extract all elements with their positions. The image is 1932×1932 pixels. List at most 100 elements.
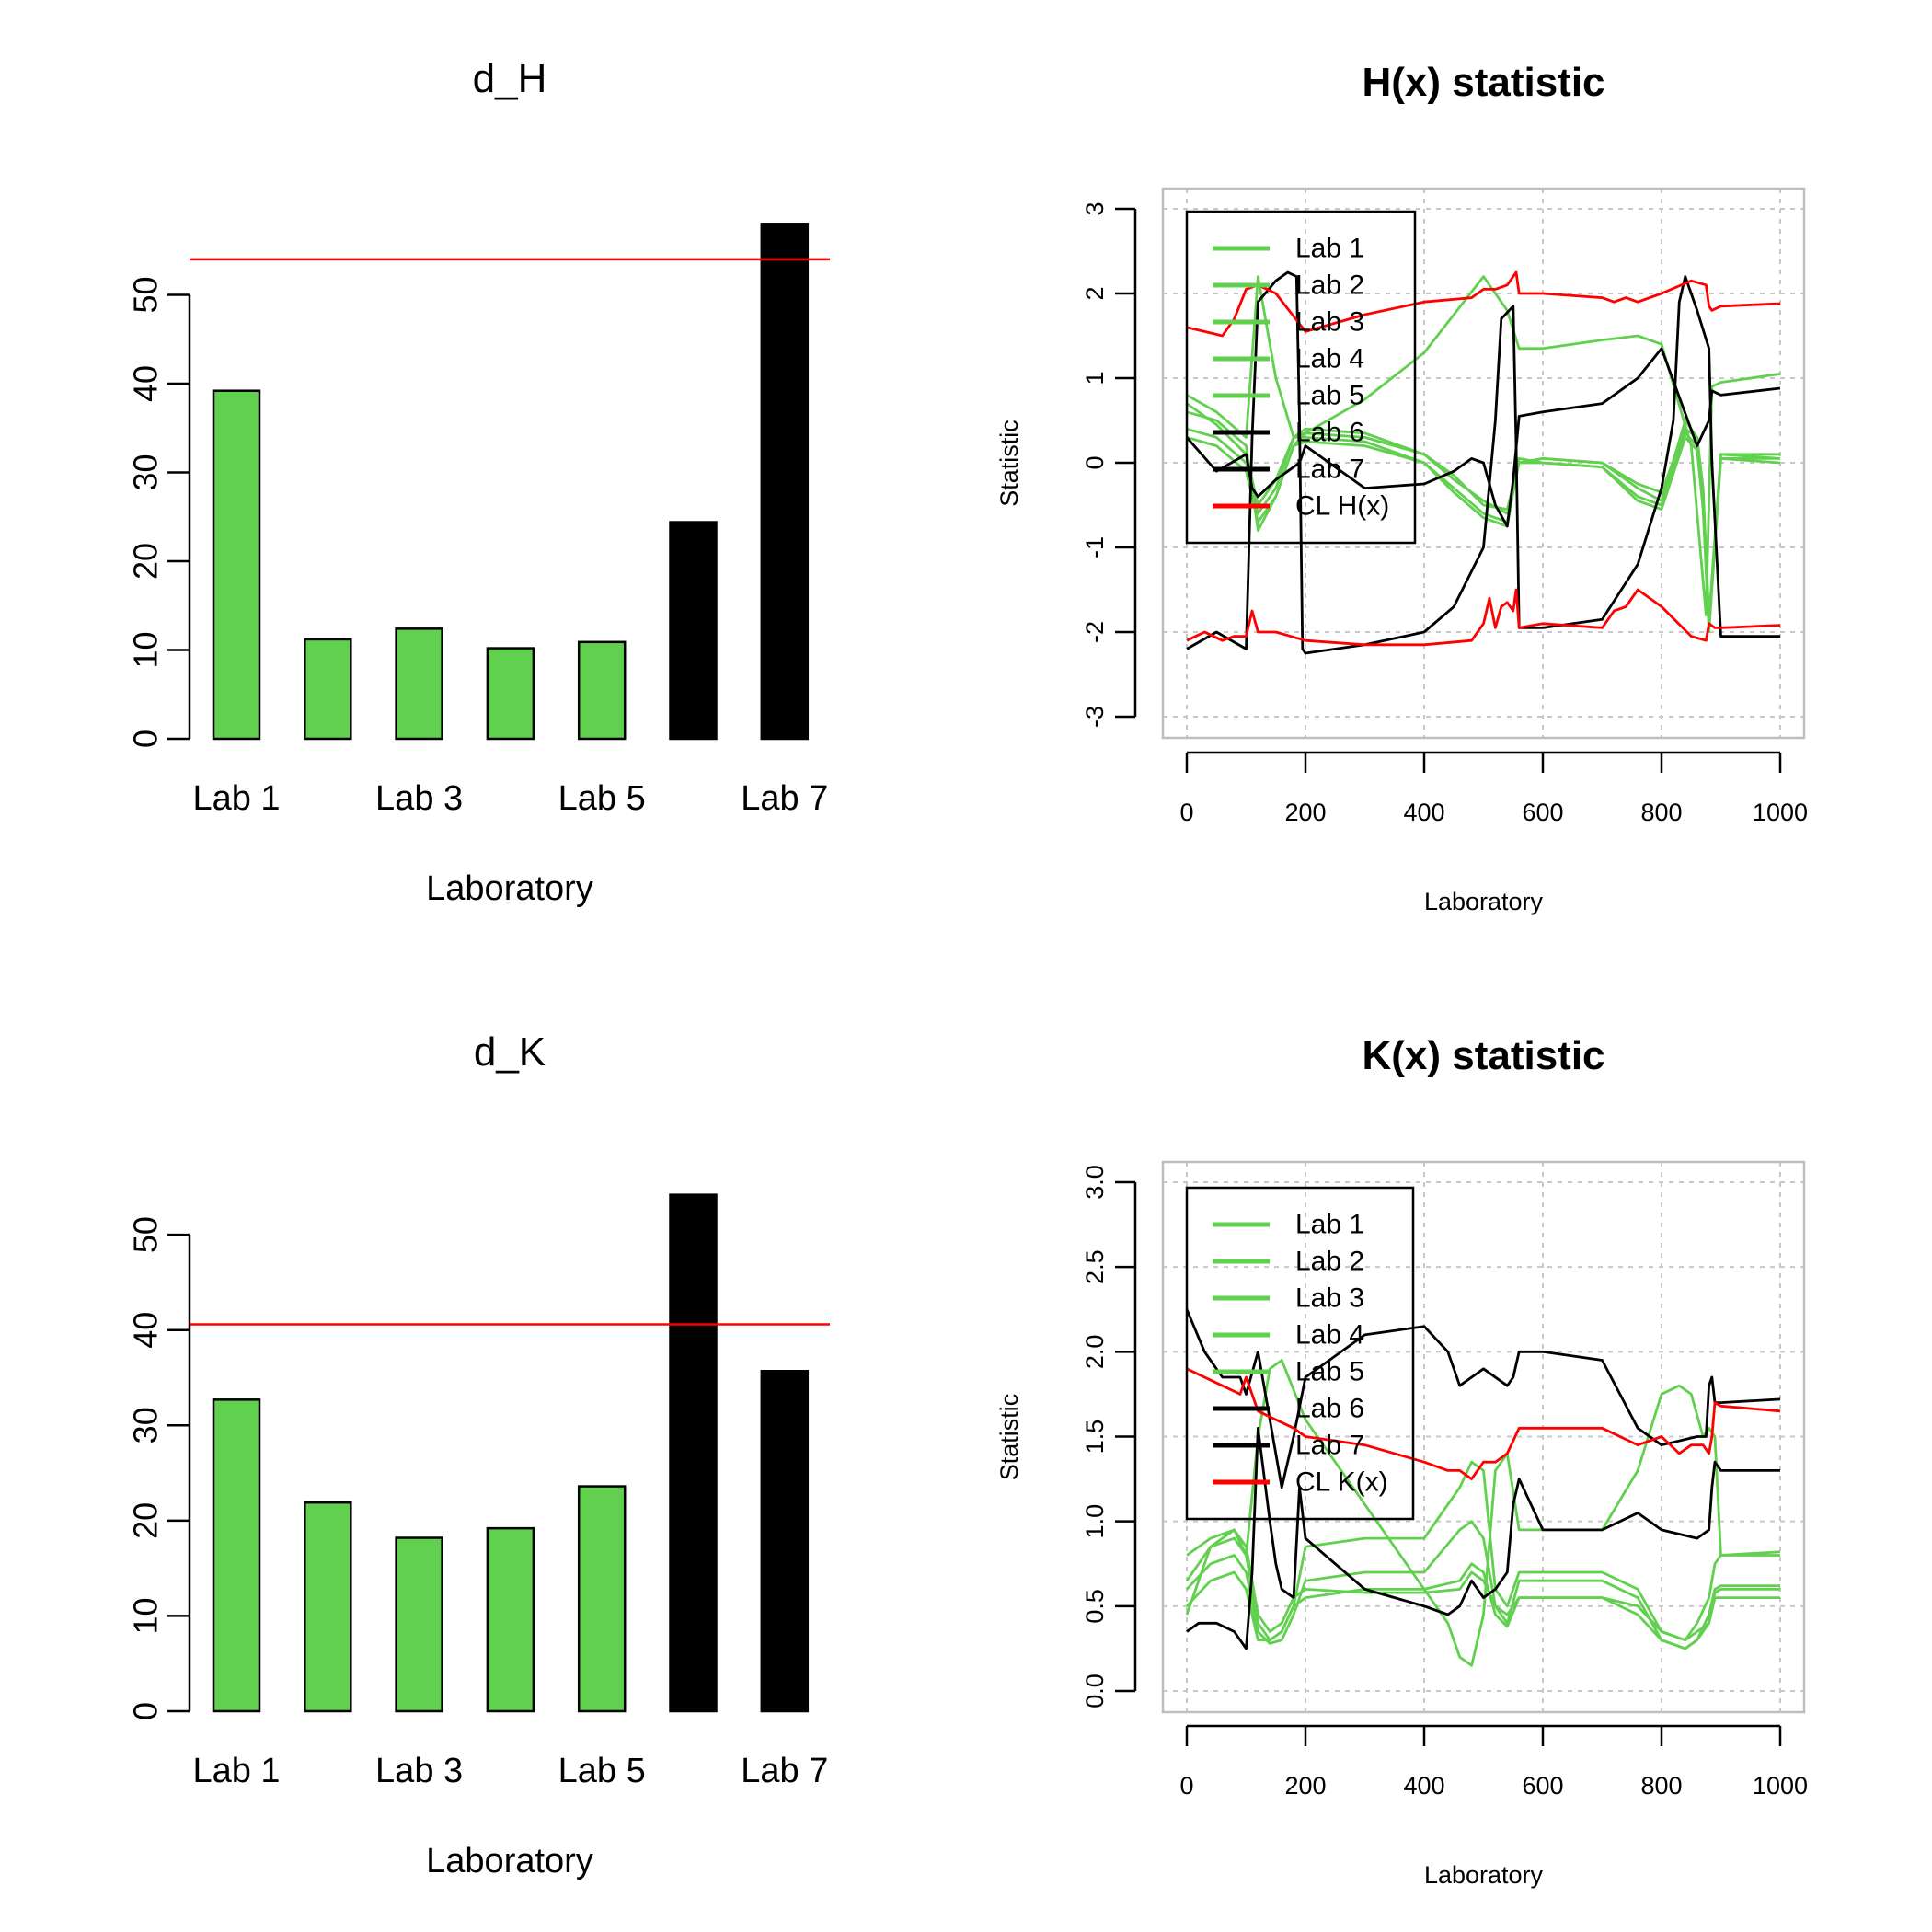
panel-k-statistic: K(x) statistic 0 200 400 600 800 1000 0.0 0.5 1.0…: [995, 1033, 1808, 1889]
legend-label: Lab 4: [1295, 1320, 1364, 1351]
x-tick-label: 1000: [1753, 1772, 1808, 1800]
y-axis-label: Statistic: [995, 1394, 1023, 1481]
y-tick-label: 0: [127, 1702, 165, 1720]
x-tick-label: 600: [1522, 1772, 1563, 1800]
bar-lab-3: [395, 1536, 443, 1713]
x-tick-label: 400: [1403, 799, 1444, 826]
y-tick-label: 0.0: [1081, 1673, 1109, 1708]
x-tick-label: Lab 5: [558, 1752, 646, 1790]
series-line-cl-k-x: [1186, 1367, 1781, 1480]
legend-label: Lab 7: [1295, 454, 1364, 485]
y-tick-label: 10: [127, 1597, 165, 1634]
series-line-cl-h-x-lower: [1186, 588, 1781, 647]
legend-label: Lab 3: [1295, 1283, 1364, 1314]
legend-label: Lab 2: [1295, 1247, 1364, 1277]
legend-label: Lab 3: [1295, 307, 1364, 338]
chart-title: d_K: [474, 1029, 546, 1075]
x-tick-label: 800: [1640, 799, 1682, 826]
x-tick-label: 200: [1284, 1772, 1326, 1800]
bar-lab-7: [760, 1370, 810, 1713]
y-tick-label: 2.5: [1081, 1249, 1109, 1284]
y-tick-label: 0.5: [1081, 1589, 1109, 1624]
x-axis-label: Laboratory: [1424, 888, 1544, 915]
series-line-lab-1: [1185, 1359, 1780, 1667]
y-tick-label: 30: [127, 454, 165, 490]
legend-label: Lab 7: [1295, 1431, 1364, 1461]
legend-label: Lab 1: [1295, 234, 1364, 264]
plot-frame: [1161, 187, 1806, 740]
y-tick-label: 30: [127, 1407, 165, 1443]
y-tick-label: 10: [127, 631, 165, 668]
x-axis-label: Laboratory: [426, 1842, 593, 1880]
series-line-lab-6: [1186, 1426, 1780, 1650]
x-tick-label: Lab 7: [741, 779, 828, 818]
legend-label: CL K(x): [1295, 1467, 1388, 1498]
chart-title: K(x) statistic: [1362, 1033, 1604, 1078]
series-line-lab-7: [1186, 270, 1780, 655]
y-tick-label: 3.0: [1081, 1165, 1109, 1200]
x-tick-label: 200: [1284, 799, 1326, 826]
y-tick-label: 2.0: [1081, 1335, 1109, 1370]
legend-label: Lab 2: [1295, 270, 1364, 301]
x-tick-label: 0: [1179, 799, 1193, 826]
legend-label: Lab 5: [1295, 381, 1364, 411]
x-tick-label: 400: [1403, 1772, 1444, 1800]
x-tick-label: Lab 5: [558, 779, 646, 818]
bar-lab-2: [304, 1501, 352, 1713]
legend-label: Lab 4: [1295, 344, 1364, 374]
legend-label: Lab 5: [1295, 1357, 1364, 1387]
x-axis-label: Laboratory: [426, 869, 593, 908]
bar-lab-1: [212, 1398, 261, 1713]
y-axis-label: Statistic: [995, 420, 1023, 507]
x-tick-label: 1000: [1753, 799, 1808, 826]
x-tick-label: Lab 1: [192, 1752, 280, 1790]
y-tick-label: 20: [127, 543, 165, 580]
x-tick-label: Lab 7: [741, 1752, 828, 1790]
series-line-lab-4: [1185, 1562, 1780, 1642]
series-line-lab-5: [1185, 1528, 1780, 1650]
y-tick-label: 1.5: [1081, 1420, 1109, 1455]
y-tick-label: 40: [127, 1312, 165, 1349]
x-tick-label: 0: [1179, 1772, 1193, 1800]
chart-title: d_H: [473, 56, 547, 101]
y-tick-label: 1.0: [1081, 1504, 1109, 1539]
x-tick-label: Lab 1: [192, 779, 280, 818]
x-tick-label: 600: [1522, 799, 1563, 826]
y-tick-label: 1: [1081, 371, 1109, 385]
bar-lab-1: [212, 389, 261, 741]
x-tick-label: Lab 3: [375, 779, 463, 818]
bar-lab-4: [486, 1526, 535, 1713]
series-line-lab-7: [1185, 1308, 1781, 1489]
bar-lab-5: [577, 1485, 627, 1713]
y-tick-label: 0: [127, 730, 165, 748]
chart-title: H(x) statistic: [1362, 60, 1604, 105]
y-tick-label: 50: [127, 276, 165, 313]
bar-lab-3: [395, 627, 443, 741]
bar-lab-6: [669, 521, 718, 741]
x-tick-label: 800: [1640, 1772, 1682, 1800]
y-tick-label: 2: [1081, 286, 1109, 300]
bar-lab-6: [669, 1193, 718, 1713]
y-tick-label: 50: [127, 1216, 165, 1253]
series-line-lab-6: [1185, 347, 1781, 528]
legend-box: [1185, 210, 1417, 545]
bar-lab-4: [486, 647, 535, 741]
legend-label: Lab 1: [1295, 1210, 1364, 1240]
y-tick-label: 40: [127, 365, 165, 402]
series-line-lab-2: [1186, 1460, 1781, 1642]
y-tick-label: -3: [1081, 706, 1109, 728]
x-axis-label: Laboratory: [1424, 1861, 1544, 1889]
legend-box: [1185, 1186, 1415, 1521]
series-line-lab-1: [1186, 275, 1781, 616]
bar-lab-7: [760, 223, 810, 741]
x-tick-label: Lab 3: [375, 1752, 463, 1790]
bar-lab-2: [304, 638, 352, 741]
series-line-lab-5: [1186, 402, 1780, 621]
y-tick-label: 20: [127, 1502, 165, 1539]
plot-frame: [1161, 1160, 1806, 1714]
